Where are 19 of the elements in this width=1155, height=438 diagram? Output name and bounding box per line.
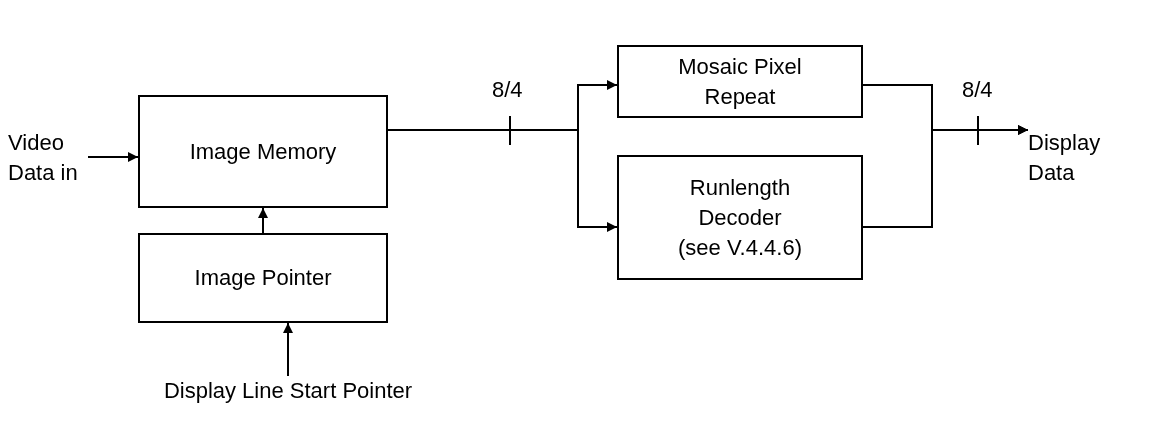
arrow [387,129,618,232]
process-box [138,95,388,208]
arrow [87,152,139,162]
bus-width-label: 8/4 [492,76,523,104]
node-text: Mosaic Pixel Repeat [677,52,803,111]
arrow [862,125,1029,228]
node-text: Video Data in [8,129,79,187]
node-text: Image Pointer [194,264,332,292]
arrow [283,322,293,377]
process-box [617,45,863,118]
node-text: Display Data [1028,129,1102,187]
node-text: Image Memory [189,137,337,166]
node-text: (see V.4.4.6) [678,233,802,262]
arrow [258,207,268,234]
node-text: Runlength Decoder [688,173,792,232]
node-text: Display Line Start Pointer [163,377,413,405]
bus-width-label: 8/4 [962,76,993,104]
process-box [617,155,863,280]
process-box [138,233,388,323]
